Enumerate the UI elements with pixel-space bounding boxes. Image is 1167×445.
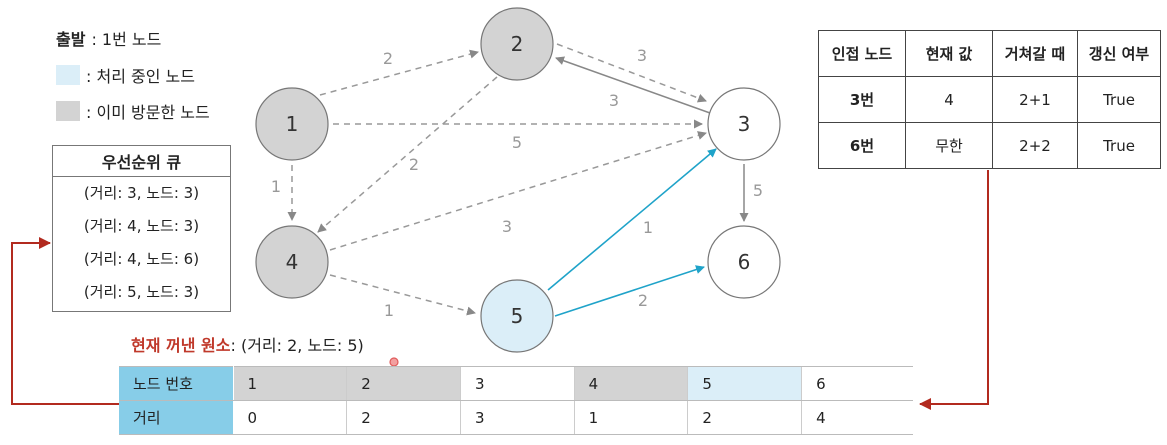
node-number-row: 노드 번호 1 2 3 4 5 6 — [119, 366, 913, 401]
adjacency-cell: 2+2 — [992, 122, 1078, 169]
edge-5-3 — [547, 148, 717, 291]
node-6-label: 6 — [738, 250, 751, 274]
table-connector-arrow — [919, 170, 989, 410]
node-1: 1 — [255, 87, 329, 161]
node-number-cell: 2 — [346, 366, 461, 401]
distance-label: 거리 — [119, 400, 234, 435]
weight-4-5: 1 — [384, 301, 394, 320]
adjacency-header: 인접 노드 — [818, 30, 906, 77]
adjacency-header-row: 인접 노드 현재 값 거쳐갈 때 갱신 여부 — [818, 30, 1161, 77]
weight-1-2: 2 — [383, 49, 393, 68]
current-label: 현재 꺼낸 원소 — [131, 336, 231, 355]
current-value: : (거리: 2, 노드: 5) — [230, 336, 364, 355]
distance-table: 노드 번호 1 2 3 4 5 6 거리 0 2 3 1 2 4 — [119, 366, 913, 435]
node-4: 4 — [255, 225, 329, 299]
weight-1-3: 5 — [512, 133, 522, 152]
visited-legend-label: : 이미 방문한 노드 — [86, 103, 210, 122]
priority-queue-box: 우선순위 큐 (거리: 3, 노드: 3) (거리: 4, 노드: 3) (거리… — [52, 145, 231, 312]
pq-item: (거리: 3, 노드: 3) — [83, 184, 200, 202]
weight-2-3: 3 — [637, 46, 647, 65]
adjacency-cell: 3번 — [818, 76, 906, 123]
adjacency-row: 3번 4 2+1 True — [818, 76, 1161, 123]
node-5-label: 5 — [511, 304, 524, 328]
node-number-cell: 6 — [801, 366, 913, 401]
priority-queue-title: 우선순위 큐 — [53, 146, 230, 177]
distance-cell: 4 — [801, 400, 913, 435]
edge-5-6 — [554, 265, 705, 317]
node-2: 2 — [480, 7, 554, 81]
start-label: 출발 — [56, 30, 86, 49]
adjacency-cell: True — [1077, 122, 1161, 169]
weight-4-3: 3 — [502, 217, 512, 236]
distance-cell: 1 — [573, 400, 688, 435]
node-1-label: 1 — [286, 112, 299, 136]
processing-legend-label: : 처리 중인 노드 — [86, 67, 195, 86]
current-element: 현재 꺼낸 원소: (거리: 2, 노드: 5) — [131, 332, 364, 356]
adjacency-row: 6번 무한 2+2 True — [818, 122, 1161, 169]
distance-cell: 3 — [459, 400, 575, 435]
adjacency-cell: 6번 — [818, 122, 906, 169]
start-value: : 1번 노드 — [91, 30, 162, 49]
node-number-cell: 1 — [232, 366, 347, 401]
node-number-cell: 4 — [573, 366, 688, 401]
node-3: 3 — [707, 87, 781, 161]
adjacency-table: 인접 노드 현재 값 거쳐갈 때 갱신 여부 3번 4 2+1 True 6번 … — [818, 30, 1161, 169]
node-number-cell: 3 — [459, 366, 575, 401]
adjacency-cell: True — [1077, 76, 1161, 123]
pq-item: (거리: 4, 노드: 6) — [83, 250, 200, 268]
edge-4-5 — [329, 274, 476, 316]
distance-cell: 0 — [232, 400, 347, 435]
weight-3-2: 3 — [609, 91, 619, 110]
processing-legend: : 처리 중인 노드 — [56, 63, 195, 87]
edge-1-2 — [319, 49, 479, 96]
adjacency-cell: 4 — [905, 76, 993, 123]
node-number-label: 노드 번호 — [119, 366, 234, 401]
processing-swatch — [56, 65, 80, 85]
pq-item: (거리: 4, 노드: 3) — [83, 217, 200, 235]
distance-row: 거리 0 2 3 1 2 4 — [119, 400, 913, 435]
distance-cell: 2 — [346, 400, 461, 435]
start-legend: 출발 : 1번 노드 — [56, 26, 161, 50]
distance-cell: 2 — [687, 400, 802, 435]
weight-5-6: 2 — [638, 291, 648, 310]
adjacency-header: 현재 값 — [905, 30, 993, 77]
node-2-label: 2 — [511, 32, 524, 56]
edge-2-4 — [317, 76, 498, 233]
node-5: 5 — [480, 279, 554, 353]
adjacency-cell: 무한 — [905, 122, 993, 169]
node-3-label: 3 — [738, 112, 751, 136]
adjacency-header: 갱신 여부 — [1077, 30, 1161, 77]
cursor-dot — [389, 357, 399, 367]
node-number-cell: 5 — [687, 366, 802, 401]
node-6: 6 — [707, 225, 781, 299]
pq-item: (거리: 5, 노드: 3) — [83, 283, 200, 301]
adjacency-cell: 2+1 — [992, 76, 1078, 123]
weight-3-6: 5 — [753, 181, 763, 200]
edge-2-3 — [556, 43, 707, 103]
node-4-label: 4 — [286, 250, 299, 274]
adjacency-header: 거쳐갈 때 — [992, 30, 1078, 77]
weight-2-4: 2 — [409, 155, 419, 174]
queue-connector-arrow — [11, 237, 119, 405]
weight-5-3: 1 — [643, 218, 653, 237]
weight-1-4: 1 — [271, 177, 281, 196]
visited-swatch — [56, 101, 80, 121]
visited-legend: : 이미 방문한 노드 — [56, 99, 210, 123]
edge-3-2 — [555, 56, 711, 114]
